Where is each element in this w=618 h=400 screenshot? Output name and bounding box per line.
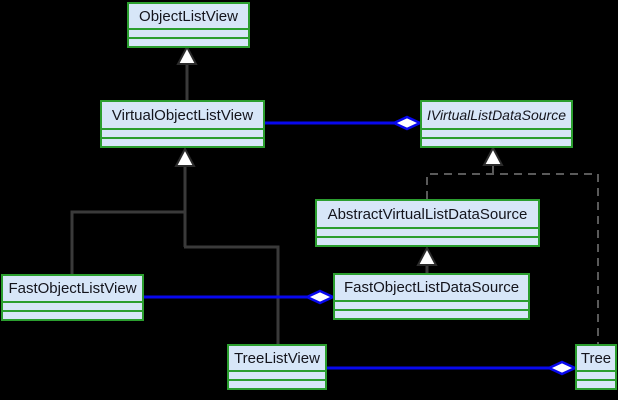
inheritance-arrow-abstractvirtuallistdatasource — [416, 245, 438, 266]
class-box-fastobjectlistview: FastObjectListView — [1, 274, 144, 321]
class-box-objectlistview: ObjectListView — [127, 2, 250, 48]
class-compartment — [229, 370, 325, 379]
class-compartment — [577, 379, 615, 388]
inheritance-line-fastobjectlistview-virtualobjectlistview — [70, 210, 186, 274]
class-name-fastobjectlistdatasource: FastObjectListDataSource — [343, 279, 520, 296]
class-compartment — [317, 236, 538, 245]
interface-name-ivirtuallistdatasource: IVirtualListDataSource — [426, 107, 567, 123]
inheritance-line-treelistview-virtualobjectlistview — [184, 245, 280, 344]
class-compartment — [577, 370, 615, 379]
class-compartment — [102, 128, 263, 137]
class-compartment — [317, 227, 538, 236]
class-compartment — [335, 309, 528, 318]
class-box-tree: Tree — [575, 344, 617, 390]
class-compartment — [335, 300, 528, 309]
class-compartment — [3, 301, 142, 310]
inheritance-arrow-objectlistview — [176, 44, 198, 65]
class-compartment — [102, 137, 263, 146]
class-compartment — [229, 379, 325, 388]
aggregation-diamond-ivirtuallistdatasource — [391, 115, 423, 131]
class-compartment — [422, 128, 571, 137]
class-name-virtualobjectlistview: VirtualObjectListView — [111, 106, 254, 124]
class-name-treelistview: TreeListView — [234, 349, 320, 367]
class-box-fastobjectlistdatasource: FastObjectListDataSource — [333, 273, 530, 320]
class-compartment — [3, 310, 142, 319]
class-box-treelistview: TreeListView — [227, 344, 327, 390]
realization-arrow-ivirtuallistdatasource — [482, 145, 504, 166]
inheritance-arrow-virtualobjectlistview — [174, 146, 196, 167]
class-compartment — [129, 28, 248, 37]
class-name-fastobjectlistview: FastObjectListView — [8, 280, 137, 297]
aggregation-diamond-tree — [546, 360, 578, 376]
class-box-abstractvirtuallistdatasource: AbstractVirtualListDataSource — [315, 199, 540, 247]
aggregation-diamond-fastobjectlistdatasource — [304, 289, 336, 305]
interface-box-ivirtuallistdatasource: IVirtualListDataSource — [420, 100, 573, 148]
class-name-abstractvirtuallistdatasource: AbstractVirtualListDataSource — [327, 205, 528, 223]
class-name-objectlistview: ObjectListView — [139, 7, 238, 25]
class-name-tree: Tree — [580, 349, 612, 367]
class-box-virtualobjectlistview: VirtualObjectListView — [100, 100, 265, 148]
realization-line-tree-ivirtuallistdatasource — [426, 173, 599, 344]
class-compartment — [129, 37, 248, 46]
class-compartment — [422, 137, 571, 146]
